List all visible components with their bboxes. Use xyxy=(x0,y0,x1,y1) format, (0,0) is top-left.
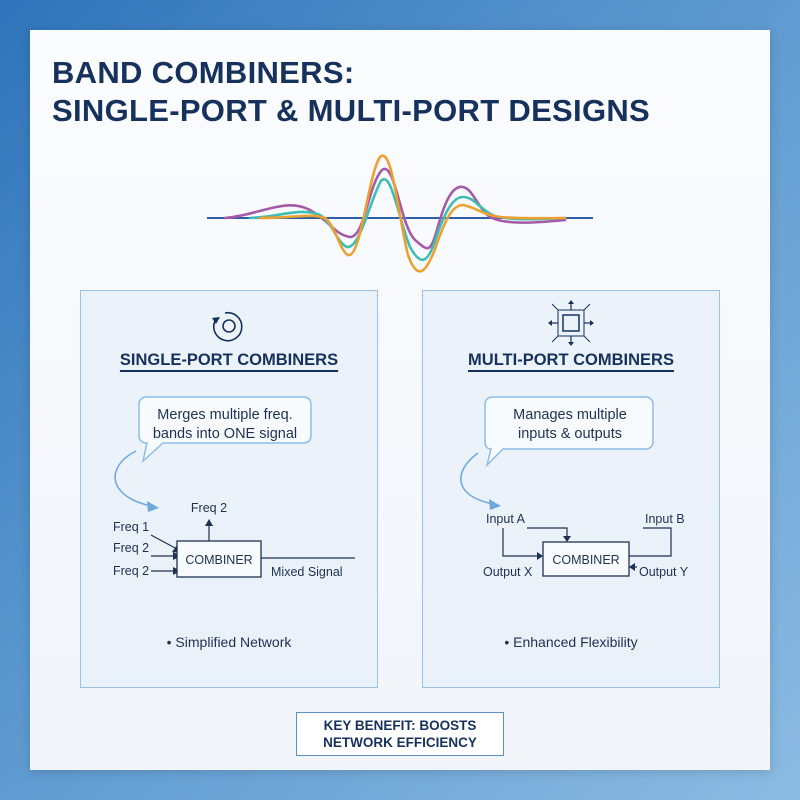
benefit-line-1: KEY BENEFIT: BOOSTS xyxy=(323,718,477,733)
combiner-box xyxy=(542,541,630,577)
freq-1-arrow xyxy=(150,534,178,550)
multi-port-bullet: • Enhanced Flexibility xyxy=(504,634,638,650)
wave-purple xyxy=(223,167,567,250)
input-b-label: Input B xyxy=(645,512,685,526)
single-port-bubble-text: Merges multiple freq. bands into ONE sig… xyxy=(152,407,298,442)
freq-3-label: Freq 2 xyxy=(113,564,149,578)
output-y-label: Output Y xyxy=(639,565,689,579)
output-x-label: Output X xyxy=(483,565,533,579)
curved-pointer-arrow xyxy=(114,450,152,507)
single-port-bullet: • Simplified Network xyxy=(166,634,292,650)
freq-2-label: Freq 2 xyxy=(113,541,149,555)
curved-pointer-arrow xyxy=(460,452,494,505)
speech-bubble xyxy=(484,396,654,468)
input-a-label: Input A xyxy=(486,512,526,526)
freq-1-label: Freq 1 xyxy=(113,520,149,534)
speech-bubble xyxy=(138,396,312,464)
mixed-signal-label: Mixed Signal xyxy=(271,565,343,579)
circle-target-icon xyxy=(212,311,243,342)
single-port-diagram: Freq 2 Freq 1 Freq 2 Freq 2 COMBINER Mix… xyxy=(113,311,355,579)
freq-top-label: Freq 2 xyxy=(191,501,227,515)
signal-wave-graphic xyxy=(207,154,593,273)
title-line-1: BAND COMBINERS: xyxy=(52,55,355,90)
wave-orange xyxy=(258,154,567,273)
multi-port-diagram: Input A Input B COMBINER Output X Output… xyxy=(460,300,689,579)
left-loop-arrow xyxy=(502,528,537,557)
page-title: BAND COMBINERS: SINGLE-PORT & MULTI-PORT… xyxy=(52,54,650,130)
benefit-line-2: NETWORK EFFICIENCY xyxy=(323,735,477,750)
single-port-heading: SINGLE-PORT COMBINERS xyxy=(119,351,339,369)
output-y-arrow xyxy=(629,563,635,571)
multi-port-panel: Input A Input B COMBINER Output X Output… xyxy=(422,290,720,688)
combiner-box xyxy=(176,540,262,578)
multi-arrow-square-icon xyxy=(548,300,594,346)
title-line-2: SINGLE-PORT & MULTI-PORT DESIGNS xyxy=(52,93,651,128)
multi-port-bubble-text: Manages multiple inputs & outputs xyxy=(513,407,627,442)
combiner-label: COMBINER xyxy=(552,553,619,567)
input-a-arrow xyxy=(527,527,568,536)
right-loop-line xyxy=(629,527,672,557)
multi-port-heading: MULTI-PORT COMBINERS xyxy=(468,351,674,369)
single-port-panel: Freq 2 Freq 1 Freq 2 Freq 2 COMBINER Mix… xyxy=(80,290,378,688)
combiner-label: COMBINER xyxy=(185,553,252,567)
key-benefit-box: KEY BENEFIT: BOOSTS NETWORK EFFICIENCY xyxy=(296,712,504,756)
